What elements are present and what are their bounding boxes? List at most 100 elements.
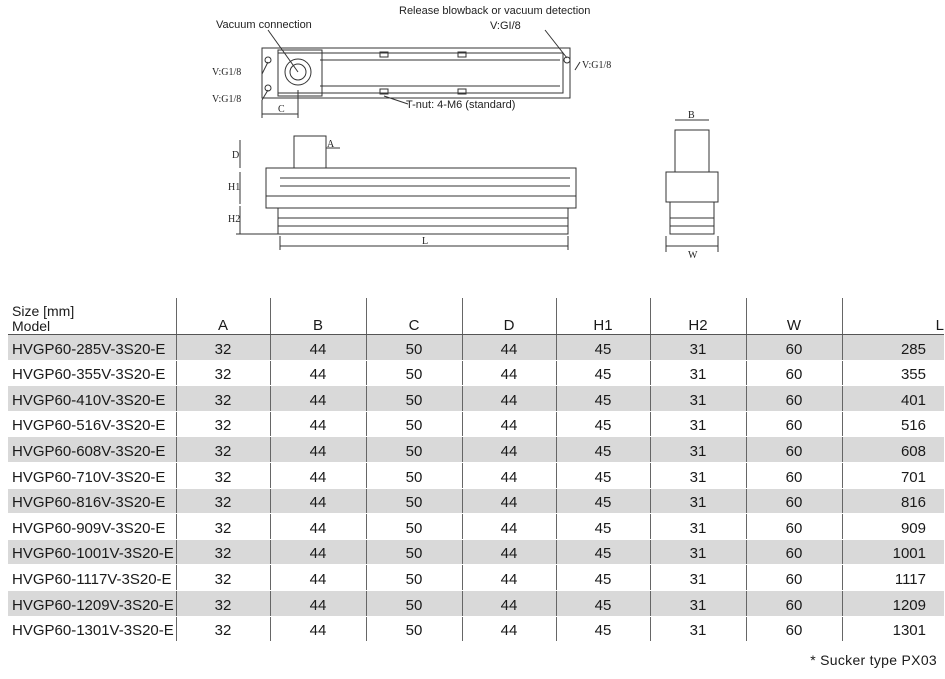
vacuum-port-block <box>277 49 323 97</box>
dim-W: W <box>688 250 698 261</box>
value-cell: 44 <box>461 360 556 387</box>
dim-A: A <box>327 139 335 150</box>
value-cell: 32 <box>175 462 270 489</box>
value-cell: 44 <box>269 616 366 643</box>
value-cell: 60 <box>745 616 842 643</box>
value-cell: 60 <box>745 385 842 412</box>
front-view-port <box>293 135 327 169</box>
value-cell: 31 <box>649 564 746 591</box>
label-tnut: T-nut: 4-M6 (standard) <box>406 99 515 111</box>
value-cell: 516 <box>841 411 944 438</box>
value-cell: 32 <box>175 334 270 361</box>
model-cell: HVGP60-608V-3S20-E <box>8 436 176 463</box>
value-cell: 50 <box>365 488 462 515</box>
side-view-port <box>674 129 710 173</box>
model-cell: HVGP60-816V-3S20-E <box>8 488 176 515</box>
header-col-B: B <box>269 298 366 335</box>
value-cell: 50 <box>365 513 462 540</box>
value-cell: 31 <box>649 488 746 515</box>
model-cell: HVGP60-1301V-3S20-E <box>8 616 176 643</box>
value-cell: 50 <box>365 436 462 463</box>
value-cell: 44 <box>269 564 366 591</box>
value-cell: 45 <box>555 411 650 438</box>
value-cell: 60 <box>745 564 842 591</box>
model-cell: HVGP60-1001V-3S20-E <box>8 539 176 566</box>
value-cell: 45 <box>555 360 650 387</box>
label-release-blowback: Release blowback or vacuum detection <box>399 5 590 17</box>
technical-drawing: Vacuum connection Release blowback or va… <box>212 5 719 261</box>
value-cell: 31 <box>649 360 746 387</box>
value-cell: 44 <box>461 616 556 643</box>
value-cell: 909 <box>841 513 944 540</box>
value-cell: 50 <box>365 334 462 361</box>
model-cell: HVGP60-1209V-3S20-E <box>8 590 176 617</box>
model-cell: HVGP60-710V-3S20-E <box>8 462 176 489</box>
value-cell: 44 <box>269 360 366 387</box>
model-cell: HVGP60-909V-3S20-E <box>8 513 176 540</box>
value-cell: 60 <box>745 462 842 489</box>
header-model: Model <box>12 318 51 334</box>
header-col-H1: H1 <box>555 298 650 335</box>
value-cell: 44 <box>461 513 556 540</box>
value-cell: 45 <box>555 590 650 617</box>
model-cell: HVGP60-355V-3S20-E <box>8 360 176 387</box>
header-col-W: W <box>745 298 842 335</box>
value-cell: 608 <box>841 436 944 463</box>
header-size-model: Size [mm] Model <box>8 298 176 335</box>
value-cell: 60 <box>745 334 842 361</box>
header-col-C: C <box>365 298 462 335</box>
value-cell: 31 <box>649 539 746 566</box>
value-cell: 44 <box>269 411 366 438</box>
header-col-D: D <box>461 298 556 335</box>
table-header-row: Size [mm] Model A B C D H1 H2 W L <box>8 298 944 335</box>
spec-table: Size [mm] Model A B C D H1 H2 W L HVGP60… <box>8 298 944 643</box>
value-cell: 32 <box>175 539 270 566</box>
value-cell: 44 <box>461 488 556 515</box>
value-cell: 44 <box>269 385 366 412</box>
value-cell: 31 <box>649 590 746 617</box>
value-cell: 31 <box>649 385 746 412</box>
value-cell: 50 <box>365 616 462 643</box>
value-cell: 355 <box>841 360 944 387</box>
label-vg-top: V:GI/8 <box>490 20 521 32</box>
value-cell: 50 <box>365 360 462 387</box>
value-cell: 44 <box>461 436 556 463</box>
model-cell: HVGP60-516V-3S20-E <box>8 411 176 438</box>
header-col-L: L <box>841 298 944 335</box>
value-cell: 44 <box>461 539 556 566</box>
value-cell: 44 <box>461 590 556 617</box>
value-cell: 31 <box>649 616 746 643</box>
value-cell: 60 <box>745 411 842 438</box>
dim-D: D <box>232 150 239 161</box>
value-cell: 31 <box>649 436 746 463</box>
value-cell: 31 <box>649 334 746 361</box>
value-cell: 60 <box>745 590 842 617</box>
value-cell: 44 <box>269 513 366 540</box>
value-cell: 45 <box>555 385 650 412</box>
label-vacuum-connection: Vacuum connection <box>216 19 312 31</box>
value-cell: 31 <box>649 513 746 540</box>
label-vg-left-1: V:G1/8 <box>212 67 241 78</box>
value-cell: 44 <box>269 462 366 489</box>
value-cell: 50 <box>365 539 462 566</box>
value-cell: 32 <box>175 411 270 438</box>
value-cell: 44 <box>461 462 556 489</box>
front-view-body <box>265 167 577 197</box>
value-cell: 45 <box>555 488 650 515</box>
dim-H1: H1 <box>228 182 240 193</box>
value-cell: 60 <box>745 539 842 566</box>
value-cell: 45 <box>555 539 650 566</box>
value-cell: 44 <box>461 334 556 361</box>
header-size: Size [mm] <box>12 303 75 319</box>
